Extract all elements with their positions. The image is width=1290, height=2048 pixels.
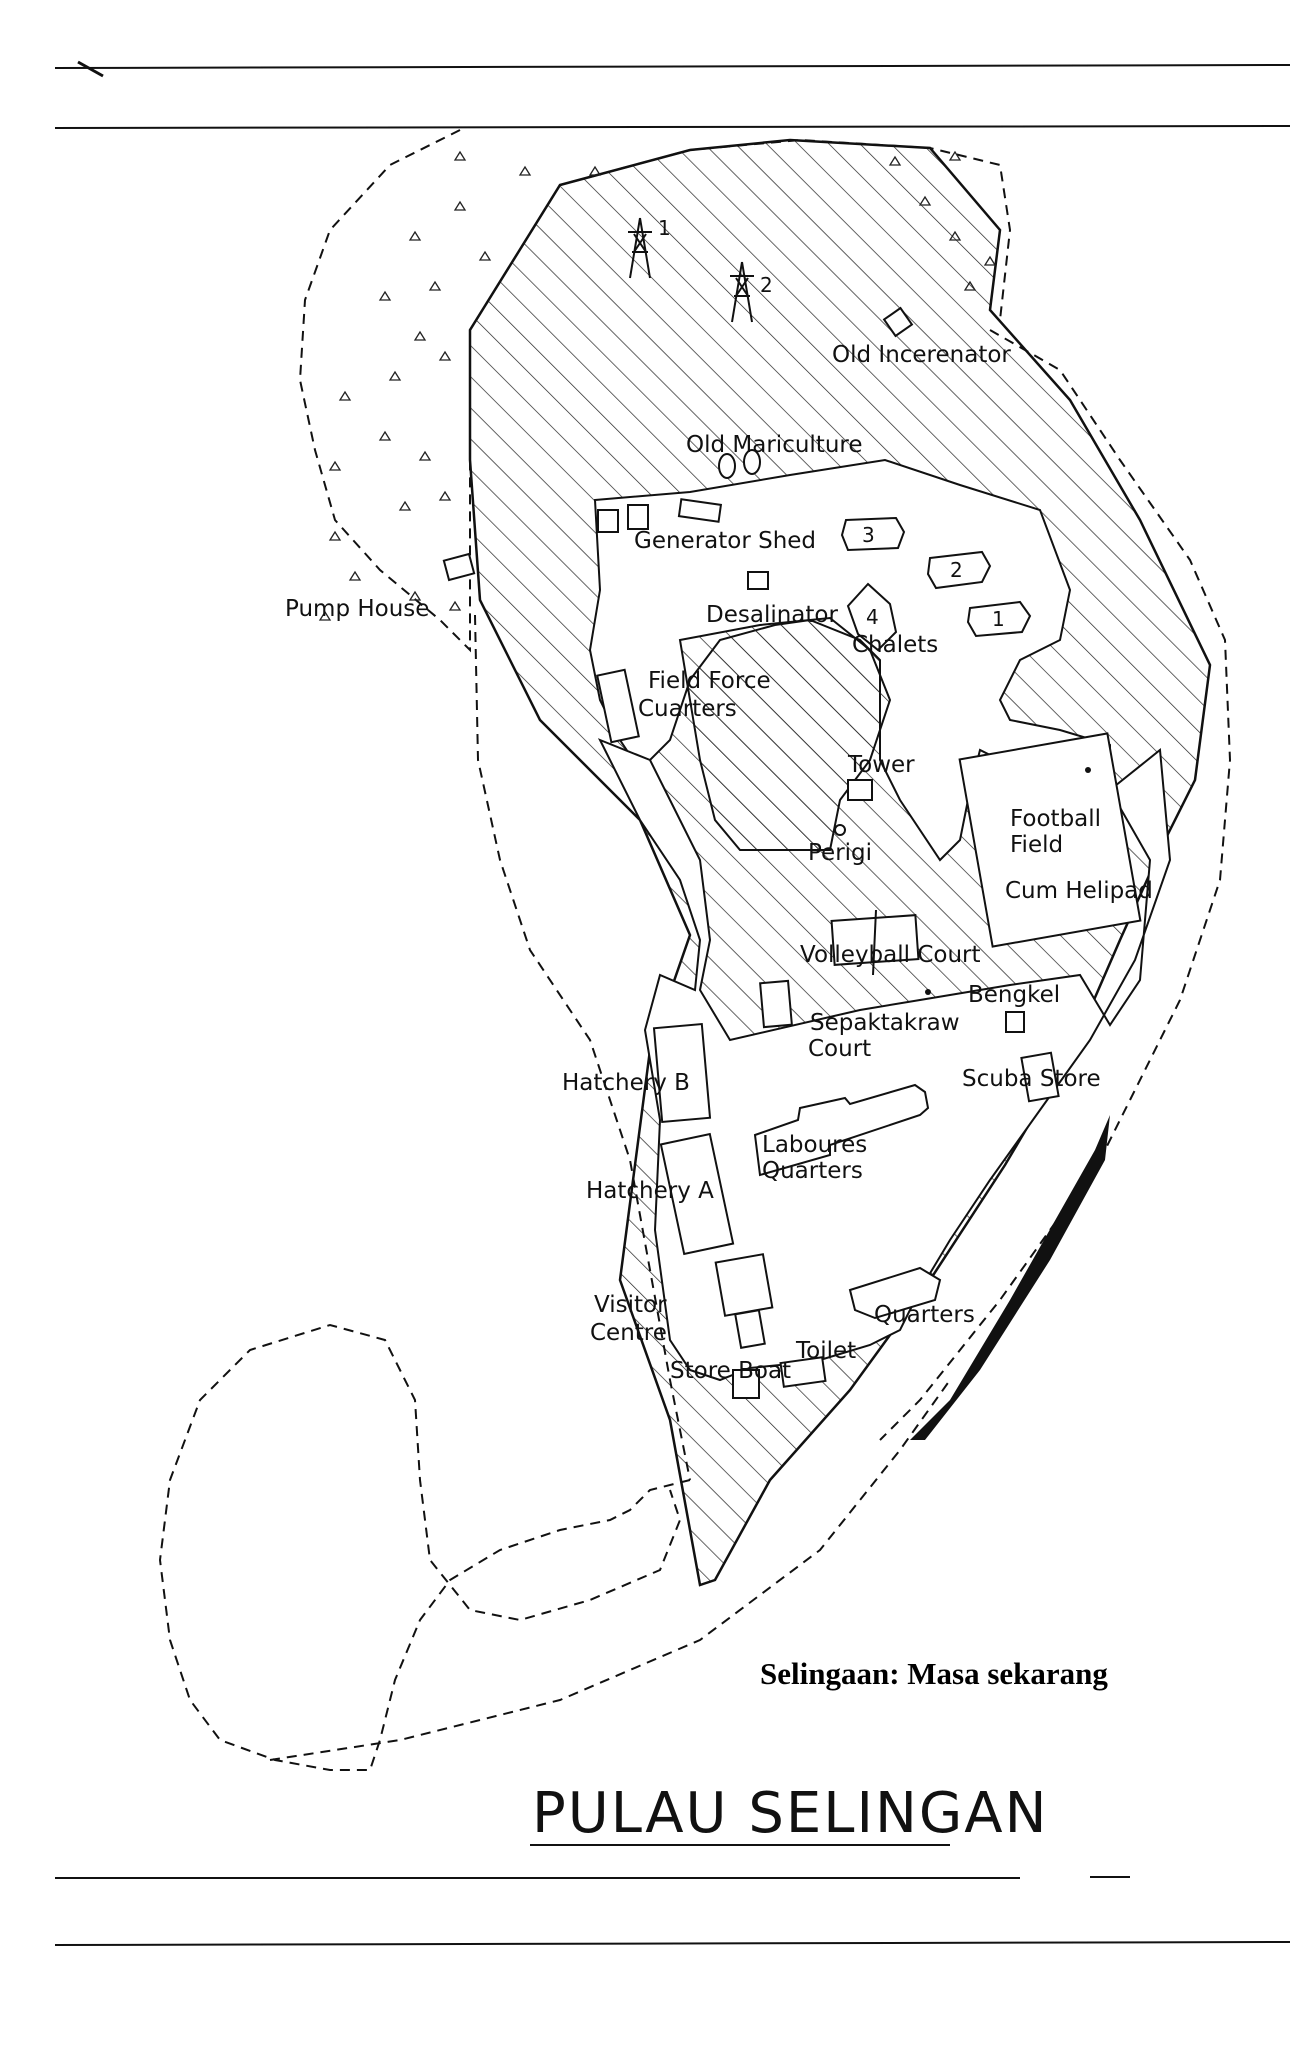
corner-tick-mark — [77, 60, 104, 78]
label-hatchery-a: Hatchery A — [586, 1178, 714, 1204]
label-store-boat: Store Boat — [670, 1358, 791, 1384]
hatchery-a-building — [659, 1132, 735, 1256]
chalet-4-number: 4 — [866, 605, 879, 629]
visitor-centre-building — [714, 1253, 774, 1317]
hatchery-b-building — [652, 1023, 712, 1123]
toilet-building — [779, 1356, 827, 1388]
coral-marks — [318, 150, 997, 621]
label-old-incinerator: Old Incerenator — [832, 342, 1011, 368]
label-volleyball-court: Volleyball Court — [800, 942, 981, 968]
label-tower: Tower — [847, 752, 915, 778]
label-field-force-quarters: Cuarters — [638, 696, 737, 722]
label-football-field: Field — [1010, 832, 1063, 858]
central-vegetation — [678, 616, 892, 851]
southwest-reef-outline — [158, 1323, 691, 1771]
label-scuba-store: Scuba Store — [962, 1066, 1101, 1092]
chalet-1-number: 1 — [992, 607, 1005, 631]
perigi-well — [834, 824, 846, 836]
store-boat-building — [732, 1369, 760, 1399]
generator-shed-2 — [627, 504, 649, 530]
label-pump-house: Pump House — [285, 596, 429, 622]
generator-shed-1 — [597, 509, 619, 533]
label-hatchery-b: Hatchery B — [562, 1070, 690, 1096]
laboures-quarters-building — [753, 1083, 930, 1177]
map-title: PULAU SELINGAN — [532, 1781, 1048, 1846]
label-ranger-quarters: Quarters — [874, 1302, 975, 1328]
tower-1-icon — [628, 217, 652, 279]
main-clearing — [597, 738, 1172, 1382]
label-desalinator: Desalinator — [706, 602, 838, 628]
sepaktakraw-court — [759, 979, 793, 1029]
bengkel-building — [1005, 1011, 1025, 1033]
football-field — [958, 732, 1142, 948]
east-reef-outline — [879, 329, 1232, 1441]
northwest-reef-outline — [298, 129, 1012, 653]
label-football: Football — [1010, 806, 1101, 832]
football-field-marker — [1085, 767, 1091, 773]
label-generator-shed: Generator Shed — [634, 528, 816, 554]
label-visitor: Visitor — [594, 1292, 667, 1318]
generator-shed-3 — [677, 498, 723, 523]
label-bengkel: Bengkel — [968, 982, 1060, 1008]
label-laboures: Laboures — [762, 1132, 867, 1158]
label-sepaktakraw: Sepaktakraw — [810, 1010, 960, 1036]
map-caption: Selingaan: Masa sekarang — [760, 1656, 1108, 1691]
tower-building — [847, 779, 873, 801]
volleyball-net — [872, 909, 877, 976]
label-visitor-centre: Centre — [590, 1320, 667, 1346]
pump-house-building — [442, 552, 476, 582]
old-mariculture-tank-1 — [718, 453, 736, 479]
chalet-1 — [966, 600, 1032, 638]
chalet-3 — [840, 516, 906, 552]
label-laboures-quarters: Quarters — [762, 1158, 863, 1184]
chalet-2-number: 2 — [950, 558, 963, 582]
visitor-centre-annex — [734, 1309, 766, 1349]
bengkel-marker — [925, 989, 931, 995]
frame-lines — [54, 64, 1290, 1946]
old-incinerator-building — [882, 306, 914, 338]
tower-2-icon — [730, 261, 754, 323]
desalinator-building — [747, 571, 769, 590]
label-field-force: Field Force — [648, 668, 771, 694]
chalet-4 — [846, 582, 898, 652]
field-force-quarters-building — [596, 668, 640, 744]
label-sepaktakraw-court: Court — [808, 1036, 871, 1062]
label-perigi: Perigi — [808, 840, 872, 866]
label-chalets: Chalets — [852, 632, 938, 658]
scuba-store-building — [1020, 1051, 1060, 1103]
label-cum-helipad: Cum Helipad — [1005, 878, 1153, 904]
old-mariculture-tank-2 — [743, 449, 761, 475]
chalet-3-number: 3 — [862, 523, 875, 547]
ranger-quarters-building — [848, 1266, 942, 1320]
chalet-2 — [926, 550, 992, 590]
tower-1-number: 1 — [658, 216, 671, 240]
label-toilet: Toilet — [795, 1338, 856, 1364]
inner-shore-outline — [474, 614, 691, 1481]
label-old-mariculture: Old Mariculture — [686, 432, 863, 458]
south-reef-outline — [269, 1379, 951, 1761]
tower-2-number: 2 — [760, 273, 773, 297]
